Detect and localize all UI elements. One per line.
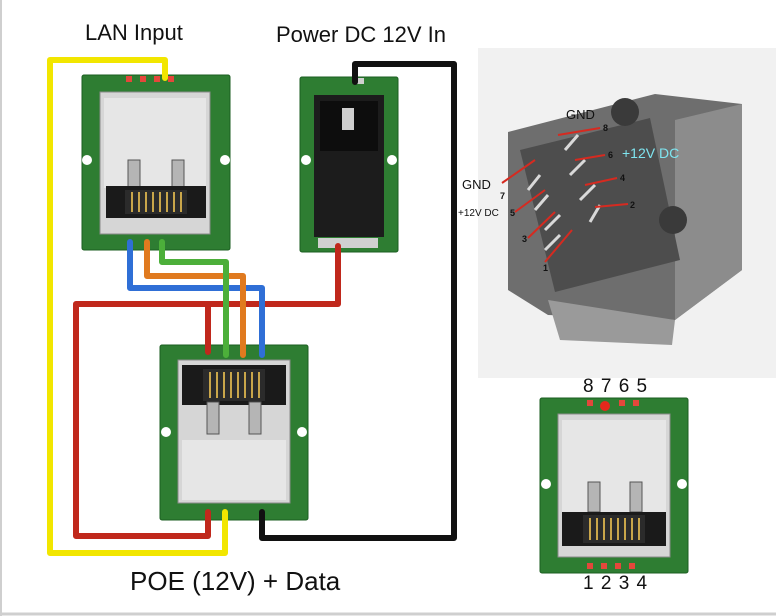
pin-numbers-bottom: 1 2 3 4 — [583, 573, 649, 594]
orange-wire — [144, 239, 246, 358]
photo-pin-5: 5 — [510, 208, 515, 218]
pin-numbers-top: 8 7 6 5 — [583, 376, 649, 397]
red-wire-power — [205, 243, 341, 355]
photo-plus12-right-label: +12V DC — [622, 145, 679, 161]
photo-pin-7: 7 — [500, 191, 505, 201]
pin8-pointer — [557, 127, 601, 136]
wires — [47, 57, 457, 556]
lan-input-board — [81, 74, 231, 251]
red-wire-loop — [73, 301, 211, 539]
pin6-pointer — [574, 154, 606, 161]
green-wire — [159, 239, 229, 358]
poe-output-board — [159, 344, 309, 521]
black-wire — [259, 61, 457, 541]
photo-pin-4: 4 — [620, 173, 625, 183]
blue-wire — [127, 239, 265, 358]
photo-pin-8: 8 — [603, 123, 608, 133]
pin5-pointer — [514, 189, 546, 213]
photo-pin-2: 2 — [630, 200, 635, 210]
photo-gnd-top-label: GND — [566, 107, 595, 122]
pin4-pointer — [584, 177, 618, 186]
power-in-label: Power DC 12V In — [276, 22, 446, 47]
lan-input-label: LAN Input — [85, 20, 183, 45]
pin1-pointer — [544, 229, 573, 263]
photo-pin-1: 1 — [543, 263, 548, 273]
poe-output-label: POE (12V) + Data — [130, 566, 341, 596]
pinout-reference-board — [539, 397, 689, 574]
photo-plus12-left-label: +12V DC — [458, 208, 499, 219]
photo-pin-3: 3 — [522, 234, 527, 244]
rj45-photo: GND GND +12V DC +12V DC 1 2 3 4 5 6 7 8 — [458, 48, 776, 378]
photo-gnd-left-label: GND — [462, 177, 491, 192]
pin7-pointer — [501, 159, 536, 184]
yellow-wire — [47, 57, 228, 556]
pin2-pointer — [594, 203, 629, 208]
power-jack-board — [299, 76, 399, 253]
pin3-pointer — [527, 211, 556, 239]
photo-pin-6: 6 — [608, 150, 613, 160]
